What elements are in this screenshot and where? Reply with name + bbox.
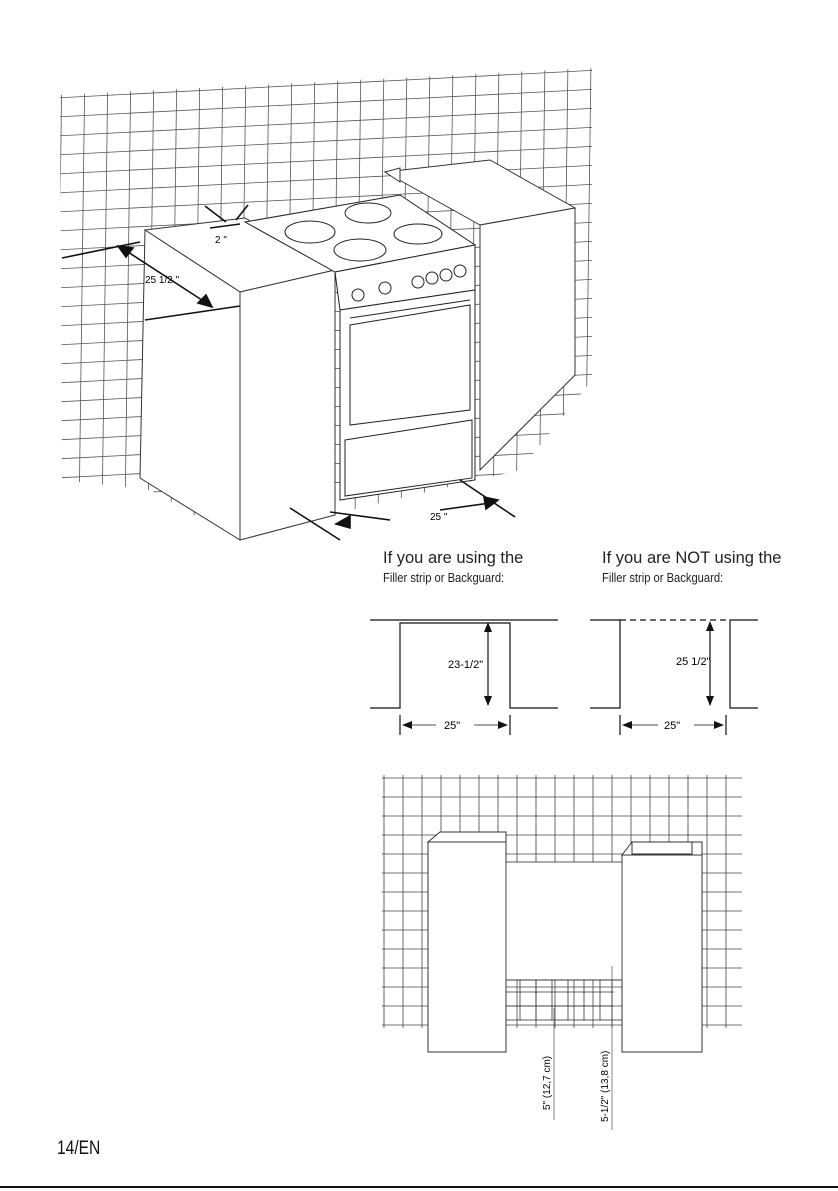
front-right-cabinet bbox=[622, 842, 702, 1052]
without-filler-height-label: 25 1/2" bbox=[676, 656, 711, 668]
left-cabinet bbox=[140, 218, 335, 540]
cutout-diagram-with-filler: 23-1/2" 25" bbox=[360, 605, 570, 745]
dim-gap-label: 2 " bbox=[215, 235, 227, 246]
front-left-cabinet bbox=[428, 832, 506, 1052]
caption-with-filler-line1: If you are using the bbox=[383, 550, 524, 567]
caption-with-filler: If you are using the Filler strip or Bac… bbox=[383, 550, 524, 584]
with-filler-width-label: 25" bbox=[444, 720, 460, 732]
caption-with-filler-line2: Filler strip or Backguard: bbox=[383, 571, 504, 584]
dim-width-label: 25 " bbox=[430, 512, 448, 523]
caption-without-filler: If you are NOT using the Filler strip or… bbox=[602, 550, 781, 584]
without-filler-width-label: 25" bbox=[664, 720, 680, 732]
cutout-diagram-without-filler: 25 1/2" 25" bbox=[580, 605, 780, 745]
front-dim-right-label: 5-1/2" (13,8 cm) bbox=[600, 1051, 611, 1122]
front-dim-left-label: 5" (12,7 cm) bbox=[542, 1056, 553, 1110]
caption-without-filler-line2: Filler strip or Backguard: bbox=[602, 571, 756, 584]
caption-without-filler-line1: If you are NOT using the bbox=[602, 550, 781, 567]
dim-depth-label: 25 1/2 " bbox=[145, 275, 180, 286]
page-bottom-rule bbox=[0, 1186, 838, 1188]
range-installation-illustration: 2 " 25 1/2 " 25 " bbox=[0, 0, 838, 560]
page-number: 14/EN bbox=[57, 1138, 100, 1160]
cabinet-front-view-illustration: 5" (12,7 cm) 5-1/2" (13,8 cm) bbox=[370, 770, 750, 1130]
with-filler-height-label: 23-1/2" bbox=[448, 659, 483, 671]
